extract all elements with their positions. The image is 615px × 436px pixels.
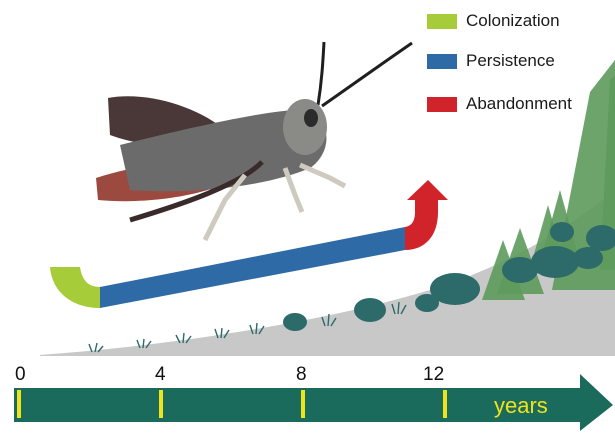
timeline-tick-label-12: 12: [423, 364, 444, 386]
grasshopper-antenna: [322, 43, 412, 106]
shrub: [502, 257, 538, 283]
shrub: [550, 222, 574, 242]
timeline-unit-label: years: [494, 393, 548, 419]
shrub: [573, 247, 603, 269]
legend-label-colonization: Colonization: [466, 11, 560, 31]
legend-swatch-persistence: [427, 54, 457, 69]
timeline-tick-label-8: 8: [296, 364, 307, 386]
legend-item-colonization: Colonization: [427, 11, 560, 31]
timeline-tick-mark: [17, 390, 21, 418]
grasshopper-leg: [285, 168, 302, 212]
colonization-phase: [50, 267, 100, 308]
legend-swatch-colonization: [427, 14, 457, 29]
grasshopper-image: [96, 42, 412, 240]
shrub: [531, 246, 579, 278]
grasshopper-leg: [300, 165, 345, 186]
legend-label-persistence: Persistence: [466, 51, 555, 71]
shrub: [354, 298, 386, 322]
timeline-tick-mark: [159, 390, 163, 418]
legend-item-abandonment: Abandonment: [427, 94, 572, 114]
timeline-tick-label-4: 4: [155, 364, 166, 386]
timeline-tick-mark: [443, 390, 447, 418]
legend-swatch-abandonment: [427, 97, 457, 112]
grasshopper-antenna: [318, 42, 324, 105]
shrub: [415, 294, 439, 312]
legend-label-abandonment: Abandonment: [466, 94, 572, 114]
shrub: [283, 313, 307, 331]
legend-item-persistence: Persistence: [427, 51, 555, 71]
timeline-tick-label-0: 0: [15, 364, 26, 386]
grasshopper-eye: [304, 109, 318, 127]
persistence-phase: [100, 227, 405, 308]
abandonment-phase: [405, 180, 448, 250]
timeline-tick-mark: [301, 390, 305, 418]
grasshopper-head: [283, 99, 327, 155]
